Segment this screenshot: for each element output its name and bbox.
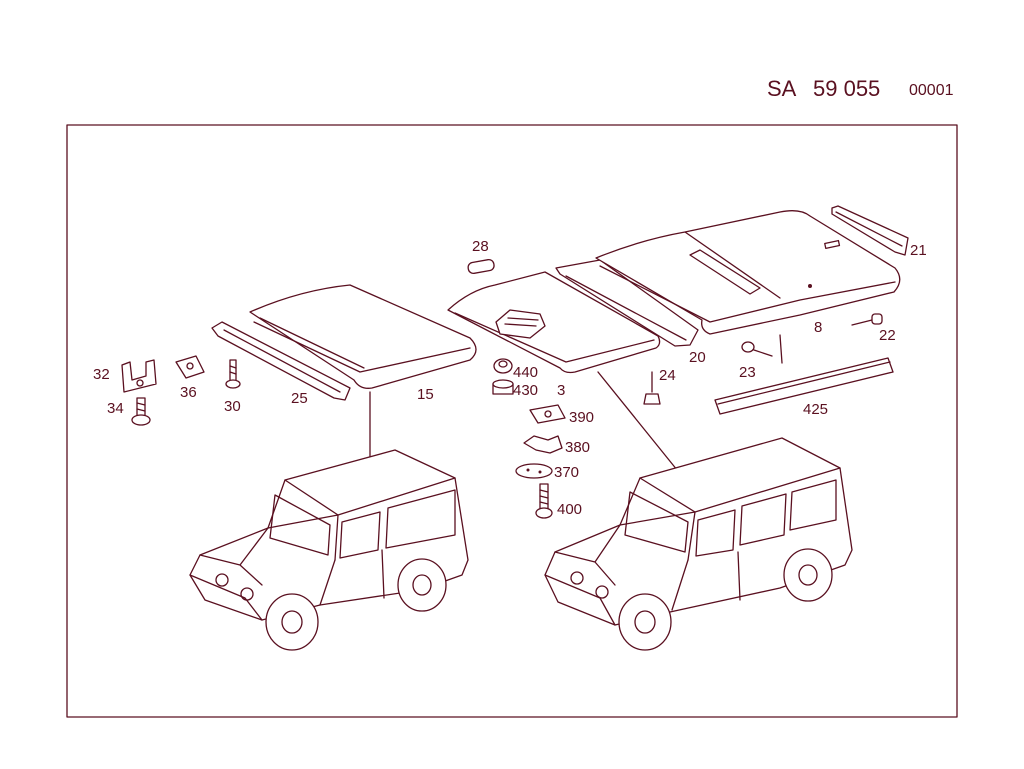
header-number: 59 055 xyxy=(813,76,881,101)
callout-380: 380 xyxy=(565,439,590,456)
vehicle-long-wheelbase xyxy=(544,437,853,651)
callout-32: 32 xyxy=(93,366,110,383)
part-34-bolt xyxy=(131,397,151,426)
part-390-clip xyxy=(529,404,566,424)
part-425-trim xyxy=(714,357,894,415)
callout-8: 8 xyxy=(814,319,822,336)
part-32-bracket xyxy=(121,359,157,393)
callout-20: 20 xyxy=(689,349,706,366)
part-22-pin xyxy=(851,313,883,326)
callout-370: 370 xyxy=(554,464,579,481)
leader-long-roof xyxy=(597,371,691,487)
part-400-screw xyxy=(535,483,553,519)
vehicle-short-wheelbase xyxy=(189,449,469,651)
callout-21: 21 xyxy=(910,242,927,259)
callout-23: 23 xyxy=(739,364,756,381)
part-15-short-roof xyxy=(249,284,477,389)
part-21-strip xyxy=(831,205,909,256)
part-23-bolt xyxy=(741,334,783,364)
part-30-screw xyxy=(225,359,241,389)
part-36-clip xyxy=(175,355,205,379)
callout-25: 25 xyxy=(291,390,308,407)
callout-390: 390 xyxy=(569,409,594,426)
callout-15: 15 xyxy=(417,386,434,403)
callout-3: 3 xyxy=(557,382,565,399)
part-380-bracket xyxy=(523,435,563,454)
callout-36: 36 xyxy=(180,384,197,401)
part-8-long-roof xyxy=(595,210,901,335)
callout-28: 28 xyxy=(472,238,489,255)
callout-440: 440 xyxy=(513,364,538,381)
callout-22: 22 xyxy=(879,327,896,344)
callout-24: 24 xyxy=(659,367,676,384)
part-28-pin xyxy=(467,258,495,275)
part-370-washer xyxy=(515,463,553,479)
callout-34: 34 xyxy=(107,400,124,417)
callout-430: 430 xyxy=(513,382,538,399)
part-24-stud xyxy=(643,371,661,405)
part-3-front-roof xyxy=(447,271,661,374)
header-code: 00001 xyxy=(909,82,954,99)
diagram-frame xyxy=(66,124,958,718)
callout-425: 425 xyxy=(803,401,828,418)
part-430-nut xyxy=(492,379,514,395)
part-25-rain-rail xyxy=(211,321,351,401)
callout-400: 400 xyxy=(557,501,582,518)
part-440-grommet xyxy=(493,358,513,374)
callout-30: 30 xyxy=(224,398,241,415)
header-prefix: SA xyxy=(767,76,797,101)
